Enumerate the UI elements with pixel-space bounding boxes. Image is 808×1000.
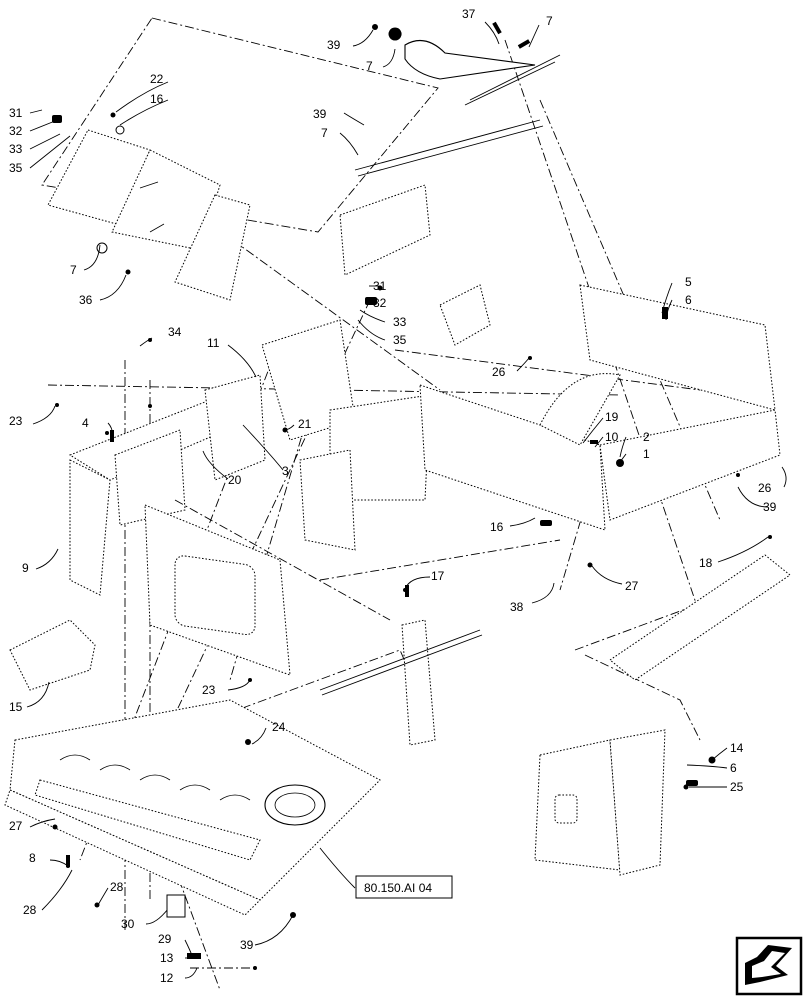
callout-8: 8 [29, 851, 36, 865]
callout-26: 26 [758, 481, 772, 495]
callout-9: 9 [22, 561, 29, 575]
callout-27: 27 [9, 819, 23, 833]
callout-34: 34 [168, 325, 182, 339]
callout-25: 25 [730, 780, 744, 794]
left-side-frame [68, 374, 266, 596]
rear-platform-frame [419, 284, 791, 681]
callout-2: 2 [643, 430, 650, 444]
rear-wall-panels [261, 184, 491, 551]
roof-panel-left [47, 129, 251, 301]
callout-39: 39 [327, 38, 341, 52]
callout-39: 39 [240, 938, 254, 952]
callout-24: 24 [272, 720, 286, 734]
callout-16: 16 [150, 92, 164, 106]
callout-23: 23 [202, 683, 216, 697]
callout-23: 23 [9, 414, 23, 428]
cab-front-wall [144, 499, 391, 676]
callout-35: 35 [393, 333, 407, 347]
callout-12: 12 [160, 971, 174, 985]
callout-28: 28 [110, 880, 124, 894]
callout-16: 16 [490, 520, 504, 534]
side-cover [534, 729, 666, 876]
callout-7: 7 [546, 14, 553, 28]
callout-22: 22 [150, 72, 164, 86]
callout-38: 38 [510, 600, 524, 614]
callout-6: 6 [730, 761, 737, 775]
callout-31: 31 [373, 279, 387, 293]
callout-35: 35 [9, 161, 23, 175]
callout-14: 14 [730, 741, 744, 755]
callout-26: 26 [492, 365, 506, 379]
callout-19: 19 [605, 410, 619, 424]
left-step-bracket [9, 619, 96, 691]
callout-13: 13 [160, 951, 174, 965]
callout-1: 1 [643, 447, 650, 461]
arrow-navigation-icon[interactable] [735, 936, 803, 996]
callout-18: 18 [699, 556, 713, 570]
callout-15: 15 [9, 700, 23, 714]
callout-28: 28 [23, 903, 37, 917]
callout-20: 20 [228, 473, 242, 487]
base-frame [4, 699, 381, 916]
reference-label: 80.150.AI 04 [364, 881, 432, 895]
callout-36: 36 [79, 293, 93, 307]
callout-21: 21 [298, 417, 312, 431]
leader-lines [26, 21, 787, 979]
callout-7: 7 [321, 126, 328, 140]
callout-4: 4 [82, 416, 89, 430]
callout-39: 39 [313, 107, 327, 121]
callout-labels: 37 7 39 7 22 16 31 32 33 35 39 7 7 36 31… [9, 7, 777, 985]
callout-17: 17 [431, 569, 445, 583]
callout-7: 7 [366, 59, 373, 73]
callout-32: 32 [373, 296, 387, 310]
bolt-glyphs [52, 21, 698, 959]
support-stays [354, 39, 561, 177]
section-reference[interactable]: 80.150.AI 04 [355, 875, 453, 899]
callout-29: 29 [158, 932, 172, 946]
callout-11: 11 [207, 336, 220, 350]
callout-37: 37 [462, 7, 476, 21]
shafts [319, 629, 483, 696]
callout-5: 5 [685, 275, 692, 289]
callout-33: 33 [393, 315, 407, 329]
callout-39: 39 [763, 500, 777, 514]
corner-post [401, 619, 436, 746]
callout-10: 10 [605, 430, 619, 444]
callout-3: 3 [282, 464, 289, 478]
callout-6: 6 [685, 293, 692, 307]
callout-7: 7 [70, 263, 77, 277]
callout-30: 30 [121, 917, 135, 931]
callout-27: 27 [625, 579, 639, 593]
callout-33: 33 [9, 142, 23, 156]
callout-32: 32 [9, 124, 23, 138]
callout-31: 31 [9, 106, 23, 120]
